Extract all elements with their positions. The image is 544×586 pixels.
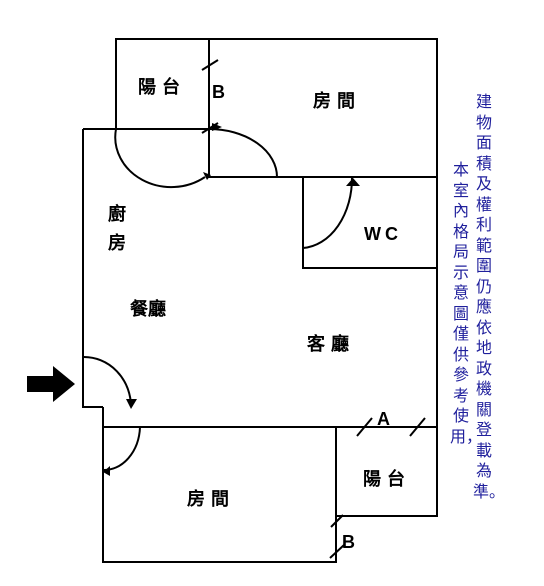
- door-swing-bedroom-bottom: [102, 426, 141, 472]
- door-swing-bedroom-top: [208, 128, 278, 178]
- mark-a: A: [377, 409, 390, 429]
- label-kitchen-1: 廚: [108, 203, 126, 225]
- label-wc: WC: [364, 224, 402, 244]
- arrowhead-entrance-door: [126, 399, 137, 409]
- arrowhead-bedroom-top-door: [212, 123, 222, 131]
- arrowhead-bedroom-bottom-door: [103, 466, 110, 476]
- label-bedroom-top: 房間: [313, 90, 361, 112]
- label-balcony-bottom: 陽台: [363, 468, 411, 490]
- arrowhead-balcony-door: [203, 172, 211, 180]
- label-bedroom-bottom: 房間: [187, 488, 235, 510]
- label-living: 客廳: [307, 333, 355, 355]
- hatch-a: [409, 417, 426, 437]
- label-balcony-top: 陽台: [138, 76, 186, 98]
- door-swing-balcony-top: [114, 128, 206, 189]
- main-outline: [82, 128, 438, 516]
- label-kitchen-2: 房: [108, 232, 126, 254]
- balcony-bottom-outline: [336, 426, 438, 517]
- mark-b-top: B: [212, 82, 225, 102]
- door-swing-wc: [302, 176, 354, 249]
- door-swing-entrance: [82, 355, 132, 408]
- hatch-b-top: [201, 59, 219, 71]
- hatch-b-bottom: [329, 544, 345, 559]
- note-line-1: 建物面積及權利範圍仍應依地政機關登載為準。: [473, 92, 506, 501]
- entrance-arrow-icon: [27, 366, 75, 402]
- mark-b-bottom: B: [342, 532, 355, 552]
- note-line-2: 本室內格局示意圖僅供參考使用，: [450, 160, 483, 446]
- wc-outline: [302, 177, 437, 269]
- hatch-b-bottom: [330, 514, 344, 528]
- label-dining: 餐廳: [129, 298, 166, 320]
- arrowhead-wc-door: [346, 178, 360, 186]
- hatch-a: [356, 417, 373, 437]
